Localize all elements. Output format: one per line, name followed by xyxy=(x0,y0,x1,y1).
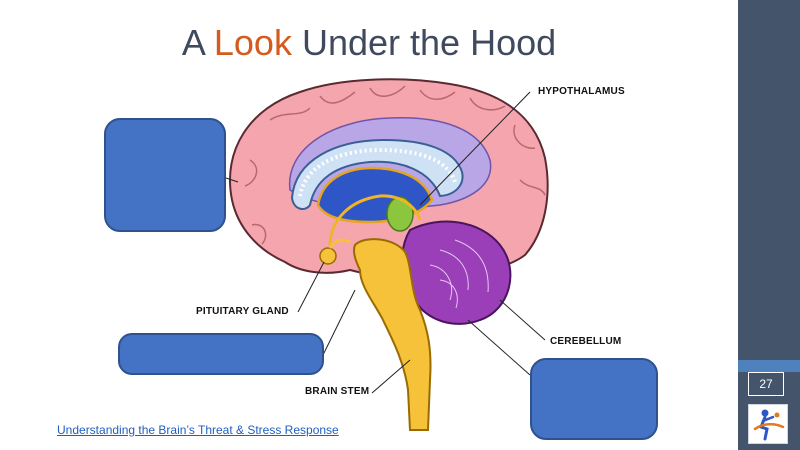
pituitary-shape xyxy=(319,247,337,265)
corpus-callosum xyxy=(290,138,464,211)
gyri-lines xyxy=(244,85,546,245)
person-running-logo-icon xyxy=(748,404,788,444)
label-hypothalamus: HYPOTHALAMUS xyxy=(538,86,625,97)
pointer-lines xyxy=(225,91,546,394)
placeholder-box-bottom-right[interactable] xyxy=(530,358,658,440)
brain-diagram xyxy=(225,78,549,431)
title-part2: Under the Hood xyxy=(291,22,557,63)
slide-title: A Look Under the Hood xyxy=(0,22,738,64)
page-number-badge: 27 xyxy=(748,372,784,396)
placeholder-box-left[interactable] xyxy=(104,118,226,232)
label-cerebellum: CEREBELLUM xyxy=(550,336,622,347)
slide: A Look Under the Hood xyxy=(0,22,738,440)
brain-stem-shape xyxy=(352,238,432,431)
threat-stress-response-link[interactable]: Understanding the Brain’s Threat & Stres… xyxy=(57,423,339,437)
sidebar-accent-strip xyxy=(738,360,800,372)
thalamus xyxy=(386,196,414,232)
title-part1: A xyxy=(181,22,214,63)
label-brain-stem: BRAIN STEM xyxy=(305,386,370,397)
title-accent: Look xyxy=(213,22,292,63)
label-pituitary-gland: PITUITARY GLAND xyxy=(196,306,289,317)
placeholder-box-bottom-left[interactable] xyxy=(118,333,324,375)
cerebellum-folia xyxy=(429,239,489,309)
